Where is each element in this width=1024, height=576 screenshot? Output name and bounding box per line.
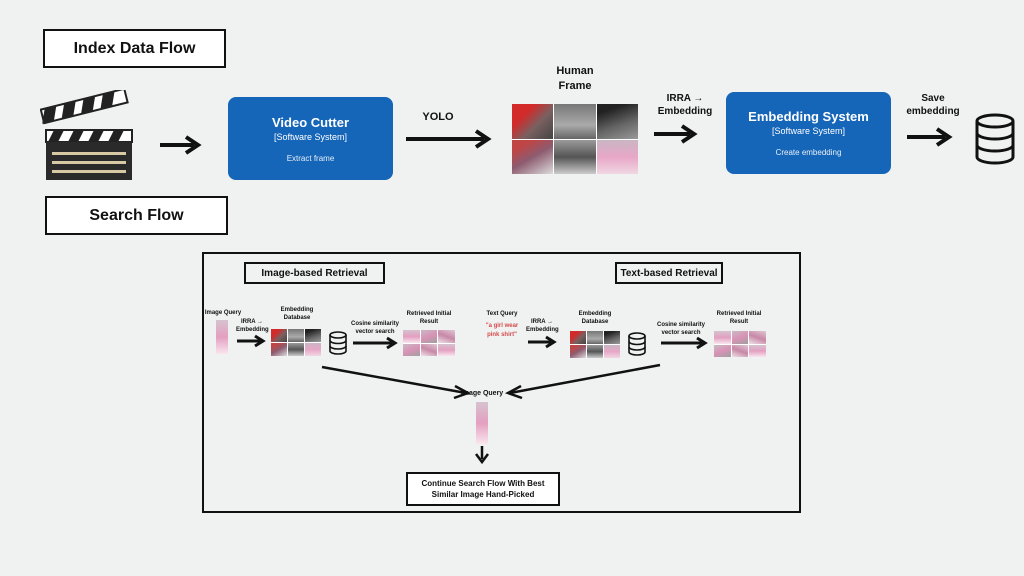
db-thumbnail	[604, 345, 620, 358]
image-retrieval-title: Image-based Retrieval	[244, 262, 385, 284]
result-thumbnail	[438, 343, 455, 356]
db-thumbnail	[305, 329, 321, 342]
image-irra-label: IRRA → Embedding	[236, 319, 269, 333]
frame-thumbnail	[596, 104, 638, 139]
arrow-head-icon	[453, 384, 472, 400]
embedding-system-subtitle: [Software System]	[771, 126, 846, 136]
embedding-system-title: Embedding System	[748, 109, 869, 124]
db-thumbnail	[288, 343, 304, 356]
video-cutter-desc: Extract frame	[286, 153, 335, 163]
arrow-right-icon	[907, 127, 953, 147]
merged-image-query-label: Image Query	[460, 390, 504, 397]
result-thumbnail	[731, 344, 749, 357]
embedding-system-box: Embedding System [Software System] Creat…	[726, 92, 891, 174]
db-thumbnail	[570, 345, 586, 358]
human-frame-grid	[512, 104, 638, 174]
text-db-grid	[570, 331, 620, 358]
video-cutter-title: Video Cutter	[271, 114, 350, 130]
image-query-thumbnail	[216, 320, 228, 354]
db-thumbnail	[604, 331, 620, 344]
yolo-label: YOLO	[422, 111, 454, 123]
text-retrieval-title-text: Text-based Retrieval	[620, 267, 718, 279]
text-retrieval-title: Text-based Retrieval	[615, 262, 723, 284]
frame-thumbnail	[596, 139, 638, 174]
image-db-grid	[271, 329, 321, 356]
search-flow-panel	[202, 252, 801, 513]
database-icon	[329, 331, 347, 355]
db-thumbnail	[288, 329, 304, 342]
search-flow-title: Search Flow	[45, 196, 228, 235]
frame-thumbnail	[554, 139, 596, 174]
image-query-label: Image Query	[204, 310, 242, 316]
image-retrieval-title-text: Image-based Retrieval	[261, 267, 368, 279]
text-db-label: Embedding Database	[578, 311, 612, 325]
clapperboard-icon	[40, 90, 133, 180]
text-query-label: Text Query	[486, 311, 518, 317]
image-db-label: Embedding Database	[280, 307, 314, 321]
search-flow-title-text: Search Flow	[89, 206, 184, 224]
arrow-right-icon	[528, 335, 557, 349]
result-thumbnail	[403, 343, 420, 356]
arrow-head-icon	[475, 453, 489, 465]
result-thumbnail	[420, 330, 438, 343]
index-flow-title: Index Data Flow	[43, 29, 226, 68]
database-icon	[975, 113, 1015, 165]
arrow-right-icon	[406, 129, 492, 149]
frame-thumbnail	[512, 139, 554, 174]
db-thumbnail	[570, 331, 586, 344]
converge-arrows	[321, 363, 661, 465]
final-box-text: Continue Search Flow With Best Similar I…	[421, 479, 545, 499]
image-cosine-label: Cosine similarity vector search	[350, 321, 400, 335]
arrow-from-image-retrieval	[321, 365, 467, 395]
frame-thumbnail	[512, 104, 554, 139]
frame-thumbnail	[554, 104, 596, 139]
result-thumbnail	[420, 343, 438, 356]
human-frame-label: Human Frame	[556, 65, 594, 92]
irra-embedding-label: IRRA → Embedding	[657, 93, 713, 117]
text-query-value: "a girl wear pink shirt"	[485, 323, 519, 338]
arrow-right-icon	[237, 334, 266, 348]
text-result-label: Retrieved Initial Result	[716, 311, 762, 325]
video-cutter-subtitle: [Software System]	[273, 131, 348, 142]
database-icon	[628, 332, 646, 356]
arrow-right-icon	[654, 124, 698, 144]
embedding-system-desc: Create embedding	[775, 148, 842, 157]
arrow-right-icon	[353, 336, 398, 350]
db-thumbnail	[305, 343, 321, 356]
result-thumbnail	[714, 331, 731, 344]
text-result-grid	[714, 331, 766, 357]
final-box: Continue Search Flow With Best Similar I…	[406, 472, 560, 506]
result-thumbnail	[749, 344, 766, 357]
arrow-right-icon	[160, 135, 202, 155]
merged-image-query-thumbnail	[476, 402, 488, 444]
arrow-from-text-retrieval	[509, 363, 661, 395]
text-cosine-label: Cosine similarity vector search	[656, 322, 706, 336]
arrow-head-icon	[504, 384, 523, 400]
image-result-label: Retrieved Initial Result	[406, 311, 452, 325]
db-thumbnail	[587, 345, 603, 358]
result-thumbnail	[714, 344, 731, 357]
result-thumbnail	[403, 330, 420, 343]
image-result-grid	[403, 330, 455, 356]
arrow-right-icon	[661, 336, 708, 350]
result-thumbnail	[749, 331, 766, 344]
text-irra-label: IRRA → Embedding	[526, 319, 559, 333]
db-thumbnail	[271, 343, 287, 356]
db-thumbnail	[271, 329, 287, 342]
index-flow-title-text: Index Data Flow	[73, 39, 196, 57]
video-cutter-box: Video Cutter [Software System] Extract f…	[228, 97, 393, 180]
result-thumbnail	[731, 331, 749, 344]
save-embedding-label: Save embedding	[906, 93, 960, 117]
result-thumbnail	[438, 330, 455, 343]
db-thumbnail	[587, 331, 603, 344]
